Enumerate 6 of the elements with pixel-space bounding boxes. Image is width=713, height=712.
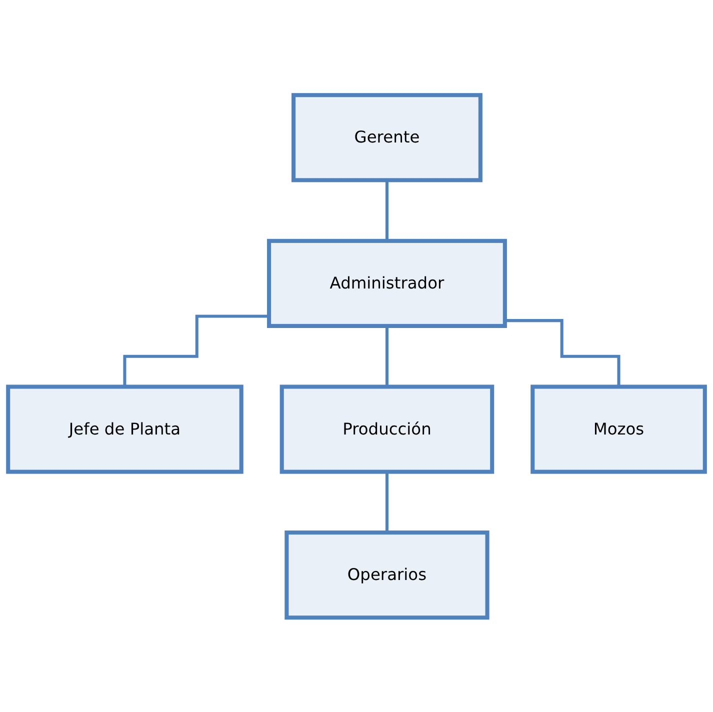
node-box: Gerente [292,92,482,182]
node-box: Administrador [267,238,507,328]
node-box: Operarios [284,530,490,620]
node-box: Mozos [530,384,707,474]
node-box: Jefe de Planta [6,384,244,474]
node-box: Producción [280,384,494,474]
